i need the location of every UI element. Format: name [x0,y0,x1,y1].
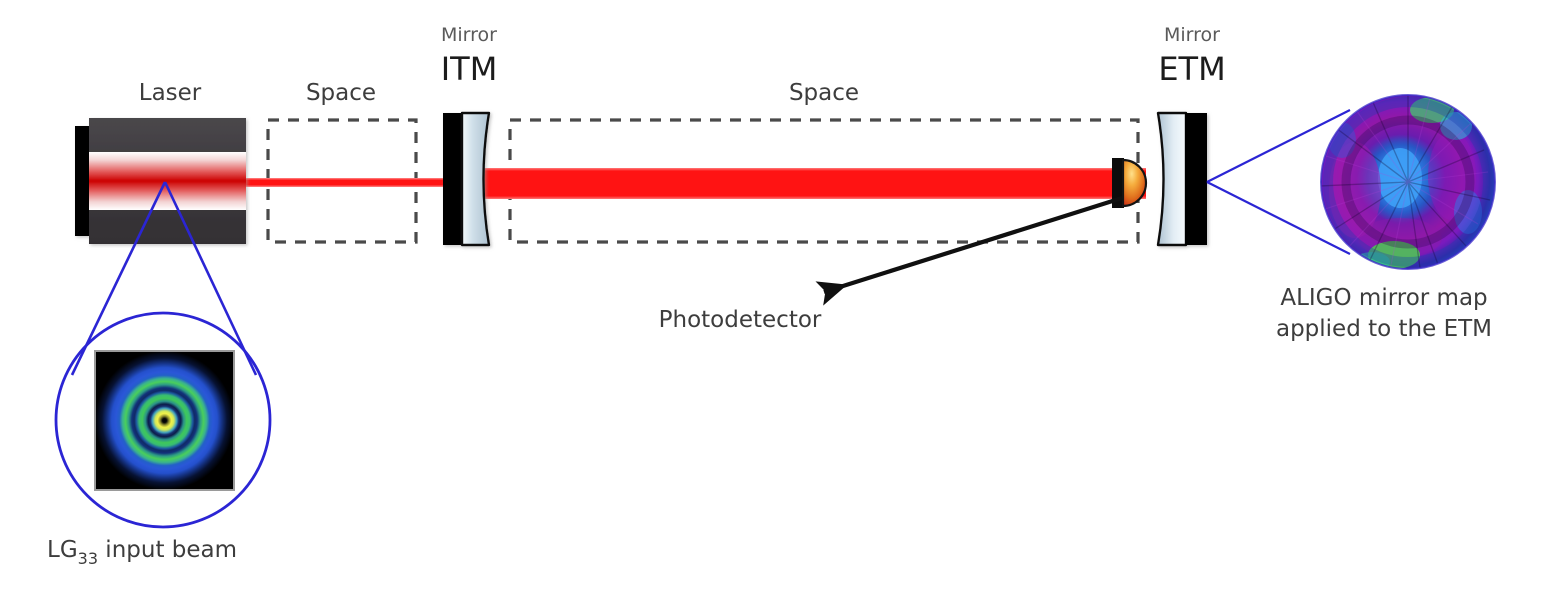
aligo-mirror-map-inset [1320,94,1496,270]
label-laser: Laser [139,80,202,106]
cavity-beam [484,168,1146,199]
label-mirror-itm-kicker: Mirror [441,24,497,46]
label-lg33-caption: LG33 input beam [47,537,237,568]
label-mirror-map-line2: applied to the ETM [1276,316,1492,342]
lg-suffix: input beam [98,537,237,563]
laser-source [75,118,246,244]
label-mirror-itm-name: ITM [441,50,498,88]
laser-output-beam [244,178,456,187]
label-photodetector: Photodetector [659,307,822,333]
label-mirror-etm-kicker: Mirror [1164,24,1220,46]
photodetector-sensor [1112,158,1148,208]
photodetector-arrow [815,195,1123,306]
label-mirror-etm-name: ETM [1158,50,1225,88]
lg-subscript: 33 [78,549,98,568]
callout-cone-etm [1206,109,1351,255]
lg33-inset [54,311,272,529]
label-mirror-map-line1: ALIGO mirror map [1280,285,1487,311]
label-space-2: Space [789,80,859,106]
label-space-1: Space [306,80,376,106]
lg-prefix: LG [47,537,78,563]
mirror-etm [1156,111,1207,247]
mirror-itm [443,111,491,247]
